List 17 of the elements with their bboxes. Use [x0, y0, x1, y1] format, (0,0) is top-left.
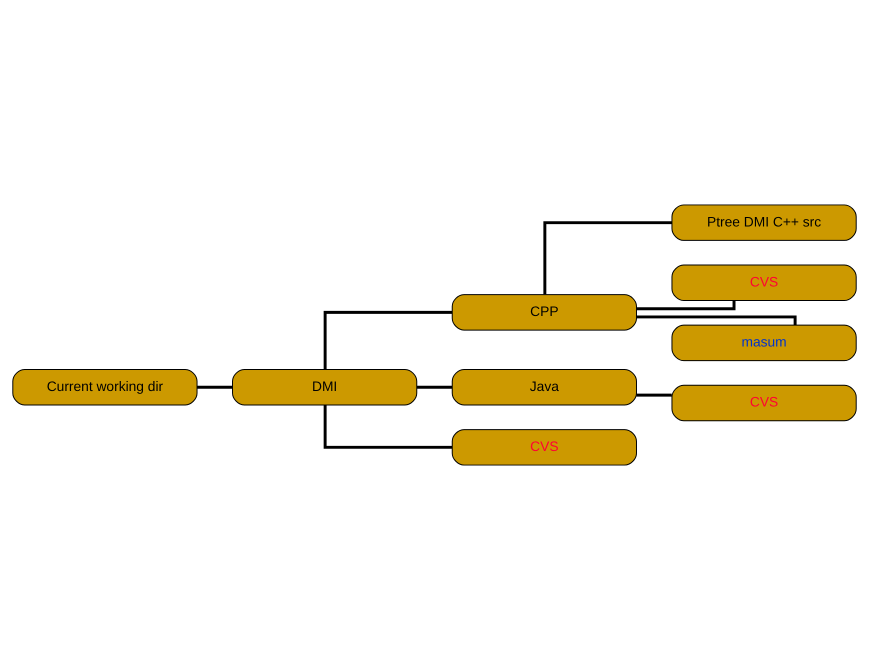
node-box: CVS [671, 384, 857, 422]
node-box: CVS [671, 264, 857, 301]
node-box: Current working dir [12, 369, 198, 406]
connector [636, 315, 797, 326]
node-box: masum [671, 324, 857, 362]
node-box: Java [452, 369, 637, 406]
connector [636, 300, 736, 310]
connector [324, 405, 452, 449]
connector [543, 221, 672, 294]
node-box: DMI [232, 369, 418, 406]
connector [636, 394, 672, 397]
connector [324, 310, 452, 370]
node-box: CPP [452, 294, 637, 331]
node-box: CVS [452, 429, 637, 466]
connector [416, 386, 452, 389]
connector [197, 386, 232, 389]
node-box: Ptree DMI C++ src [671, 204, 857, 241]
